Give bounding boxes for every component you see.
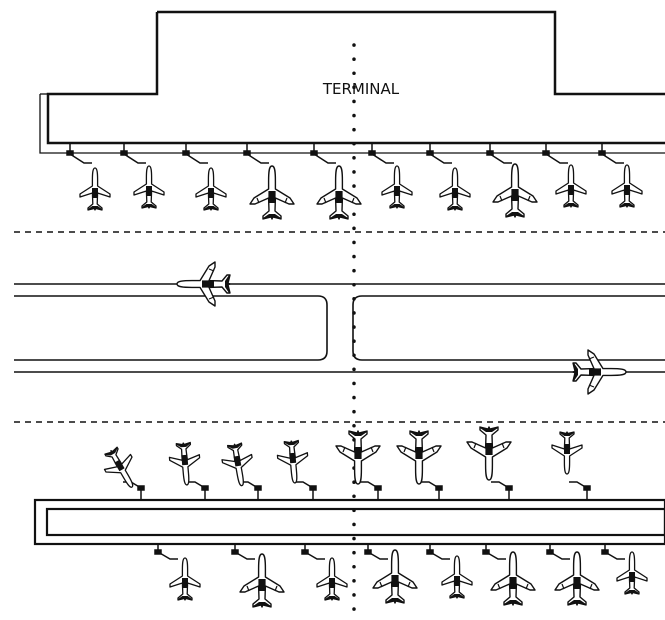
- jet-bridge-head: [426, 150, 434, 156]
- jet-bridge: [601, 143, 624, 164]
- jet-bridge-head: [542, 150, 550, 156]
- satellite-concourse-inner: [45, 507, 665, 537]
- jet-bridge-head: [120, 150, 128, 156]
- jet-bridge: [569, 481, 588, 500]
- jet-bridge: [421, 481, 440, 500]
- jet-bridge: [367, 544, 388, 560]
- terminal-stand-airplane-icon: [439, 167, 471, 211]
- terminal-frontage: [39, 94, 665, 154]
- jet-bridge-head: [505, 485, 513, 491]
- jet-bridge-head: [583, 485, 591, 491]
- jet-bridge: [360, 481, 379, 500]
- terminal-stand-airplane-icon: [316, 165, 362, 220]
- jet-bridge-head: [310, 150, 318, 156]
- jet-bridge: [240, 481, 259, 500]
- satellite-north-stand-airplane-icon: [335, 430, 381, 485]
- jet-bridge-head: [435, 485, 443, 491]
- jet-bridge-head: [154, 549, 162, 555]
- jet-bridge: [157, 544, 178, 560]
- satellite-north-stand-airplane-icon: [219, 441, 258, 489]
- jet-bridge: [123, 143, 146, 164]
- jet-bridge: [491, 481, 510, 500]
- terminal-north-stands: [79, 163, 643, 220]
- taxiway-east-island: [352, 295, 665, 361]
- taxiing-aircraft: [176, 261, 627, 395]
- jet-bridge: [489, 143, 512, 164]
- jet-bridge: [545, 143, 568, 164]
- satellite-north-stand-airplane-icon: [167, 441, 203, 487]
- jet-bridge: [485, 544, 506, 560]
- taxiing-airplane-icon: [572, 349, 627, 395]
- terminal-stand-airplane-icon: [195, 167, 227, 211]
- satellite-south-stand-airplane-icon: [316, 557, 348, 601]
- jet-bridge: [295, 481, 314, 500]
- jet-bridge-head: [309, 485, 317, 491]
- jet-bridge: [549, 544, 570, 560]
- jet-bridge: [185, 143, 208, 164]
- satellite-south-stand-airplane-icon: [490, 551, 536, 606]
- satellite-north-stands: [97, 426, 583, 496]
- terminal-label: TERMINAL: [322, 80, 400, 98]
- satellite-south-jet-bridges: [154, 544, 625, 560]
- terminal-stand-airplane-icon: [492, 163, 538, 218]
- jet-bridge: [187, 481, 206, 500]
- satellite-concourse-outer: [33, 498, 665, 546]
- jet-bridge-head: [546, 549, 554, 555]
- terminal-stand-airplane-icon: [79, 167, 111, 211]
- satellite-south-stand-airplane-icon: [239, 553, 285, 608]
- jet-bridge: [246, 143, 269, 164]
- jet-bridge-head: [201, 485, 209, 491]
- jet-bridge-head: [598, 150, 606, 156]
- jet-bridge: [604, 544, 625, 560]
- jet-bridge-head: [137, 485, 145, 491]
- terminal-stand-airplane-icon: [381, 165, 413, 209]
- jet-bridge-head: [182, 150, 190, 156]
- jet-bridge-head: [601, 549, 609, 555]
- jet-bridge: [429, 143, 452, 164]
- jet-bridge: [429, 544, 450, 560]
- jet-bridge: [69, 143, 92, 164]
- terminal-jet-bridges: [66, 143, 624, 164]
- terminal-stand-airplane-icon: [555, 164, 587, 208]
- jet-bridge-head: [254, 485, 262, 491]
- jet-bridge-head: [374, 485, 382, 491]
- jet-bridge-head: [231, 549, 239, 555]
- jet-bridge-head: [301, 549, 309, 555]
- taxiing-airplane-icon: [176, 261, 231, 307]
- terminal-building: [46, 10, 665, 145]
- jet-bridge-head: [486, 150, 494, 156]
- satellite-north-jet-bridges: [123, 481, 591, 500]
- satellite-north-stand-airplane-icon: [551, 431, 583, 475]
- jet-bridge: [304, 544, 325, 560]
- satellite-south-stand-airplane-icon: [554, 551, 600, 606]
- taxiway-system: [14, 283, 665, 373]
- jet-bridge-head: [243, 150, 251, 156]
- jet-bridge: [313, 143, 336, 164]
- terminal-stand-airplane-icon: [249, 165, 295, 220]
- taxiway-west-island: [14, 295, 328, 361]
- satellite-south-stand-airplane-icon: [169, 557, 201, 601]
- jet-bridge-head: [364, 549, 372, 555]
- jet-bridge-head: [482, 549, 490, 555]
- terminal-stand-airplane-icon: [611, 164, 643, 208]
- satellite-south-stands: [169, 549, 648, 608]
- satellite-north-stand-airplane-icon: [466, 426, 512, 481]
- jet-bridge: [371, 143, 394, 164]
- satellite-north-stand-airplane-icon: [396, 430, 442, 485]
- jet-bridge-head: [426, 549, 434, 555]
- satellite-south-stand-airplane-icon: [441, 555, 473, 599]
- jet-bridge-head: [66, 150, 74, 156]
- terminal-stand-airplane-icon: [133, 165, 165, 209]
- jet-bridge: [234, 544, 255, 560]
- satellite-north-stand-airplane-icon: [275, 439, 311, 485]
- jet-bridge-head: [368, 150, 376, 156]
